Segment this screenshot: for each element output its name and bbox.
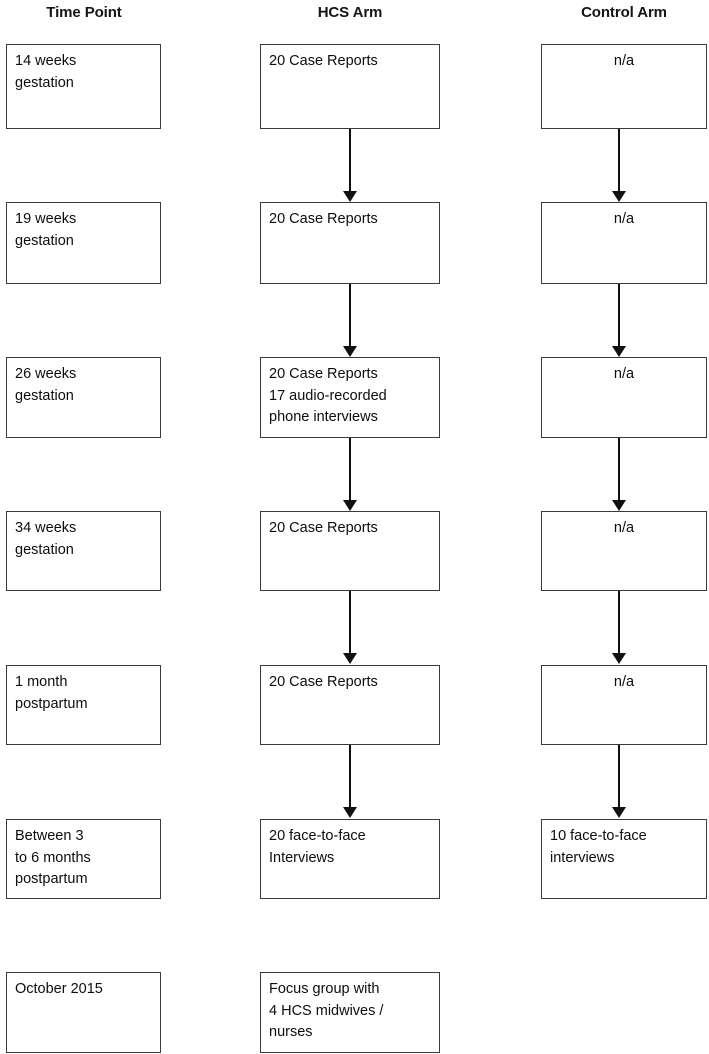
time-point-box-row-5: 1 month postpartum xyxy=(6,665,161,745)
arrow-control-row-1-to-row-2 xyxy=(612,129,626,202)
arrow-hcs-row-2-to-row-3 xyxy=(343,284,357,357)
arrow-hcs-row-1-to-row-2 xyxy=(343,129,357,202)
time-point-box-row-2: 19 weeks gestation xyxy=(6,202,161,284)
hcs-arm-box-row-4: 20 Case Reports xyxy=(260,511,440,591)
arrow-control-row-4-to-row-5 xyxy=(612,591,626,664)
control-arm-box-row-1: n/a xyxy=(541,44,707,129)
arrow-control-row-3-to-row-4 xyxy=(612,438,626,511)
arrow-hcs-row-4-to-row-5 xyxy=(343,591,357,664)
time-point-box-row-6: Between 3 to 6 months postpartum xyxy=(6,819,161,899)
hcs-arm-box-row-1: 20 Case Reports xyxy=(260,44,440,129)
control-arm-box-row-6: 10 face-to-face interviews xyxy=(541,819,707,899)
hcs-arm-box-row-6: 20 face-to-face Interviews xyxy=(260,819,440,899)
column-header-control-arm: Control Arm xyxy=(581,4,667,21)
time-point-box-row-4: 34 weeks gestation xyxy=(6,511,161,591)
control-arm-box-row-2: n/a xyxy=(541,202,707,284)
hcs-arm-box-row-2: 20 Case Reports xyxy=(260,202,440,284)
hcs-arm-box-row-5: 20 Case Reports xyxy=(260,665,440,745)
column-header-hcs-arm: HCS Arm xyxy=(317,4,383,21)
column-header-time-point: Time Point xyxy=(46,4,122,21)
time-point-box-row-1: 14 weeks gestation xyxy=(6,44,161,129)
control-arm-box-row-4: n/a xyxy=(541,511,707,591)
time-point-box-row-7: October 2015 xyxy=(6,972,161,1053)
arrow-hcs-row-5-to-row-6 xyxy=(343,745,357,818)
control-arm-box-row-3: n/a xyxy=(541,357,707,438)
hcs-arm-box-row-7: Focus group with 4 HCS midwives / nurses xyxy=(260,972,440,1053)
arrow-control-row-2-to-row-3 xyxy=(612,284,626,357)
time-point-box-row-3: 26 weeks gestation xyxy=(6,357,161,438)
arrow-control-row-5-to-row-6 xyxy=(612,745,626,818)
arrow-hcs-row-3-to-row-4 xyxy=(343,438,357,511)
hcs-arm-box-row-3: 20 Case Reports 17 audio-recorded phone … xyxy=(260,357,440,438)
control-arm-box-row-5: n/a xyxy=(541,665,707,745)
